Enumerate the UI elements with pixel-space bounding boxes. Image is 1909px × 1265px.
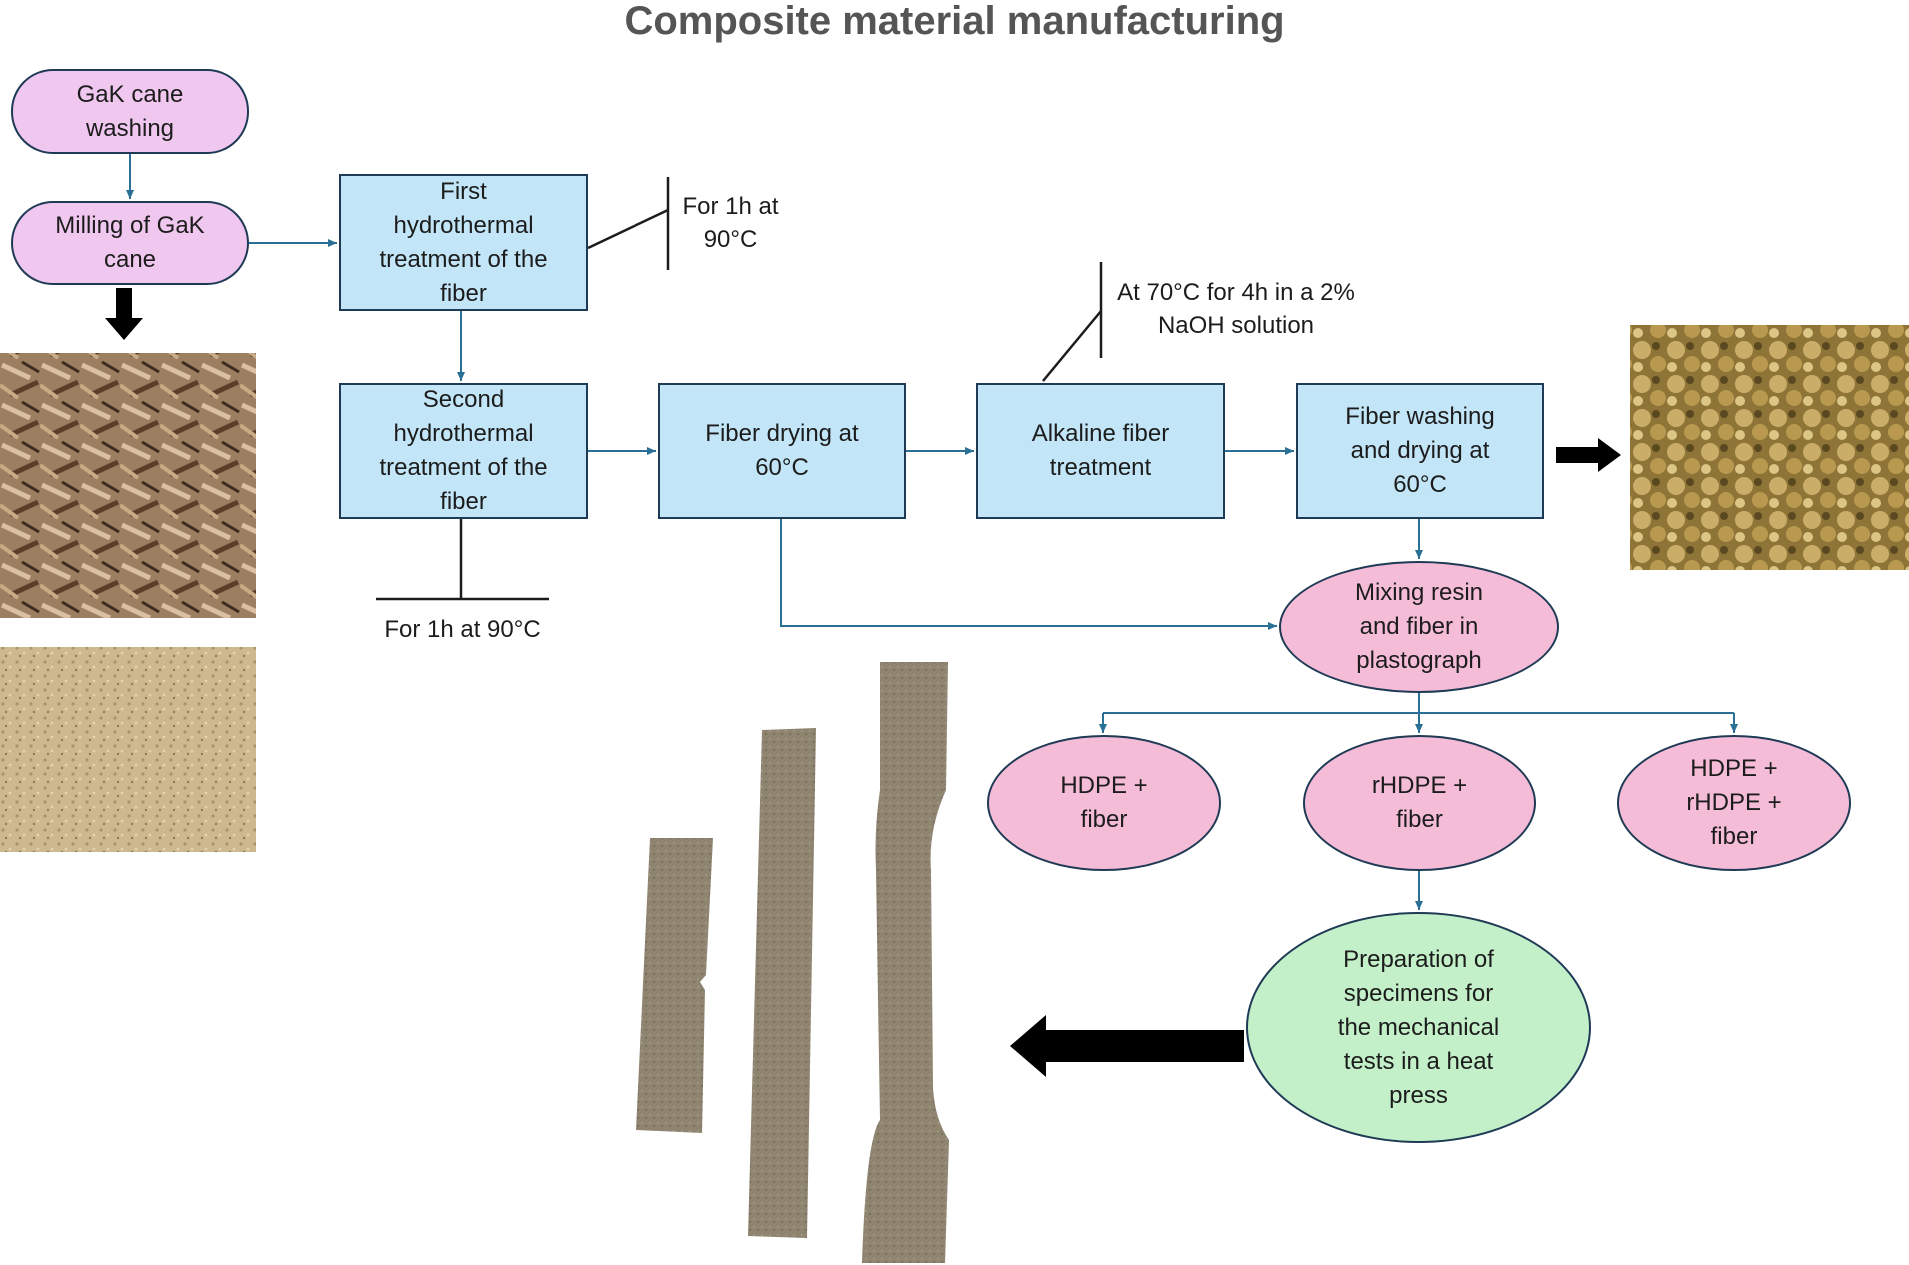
first-hydrothermal-node: First hydrothermal treatment of the fibe… [339,174,588,311]
alkaline-treatment-condition: At 70°C for 4h in a 2% NaOH solution [1117,279,1355,339]
rhdpe-fiber-node: rHDPE + fiber [1303,735,1536,871]
connector-drying-mixing [780,519,1277,630]
down-arrow-to-photo [105,288,143,340]
tensile-specimen-photo [862,662,949,1263]
diagram-title: Composite material manufacturing [624,0,1285,43]
second-hydrothermal-label: Second hydrothermal treatment of the fib… [379,386,548,515]
impact-specimen-photo [636,838,713,1133]
flexural-specimen-photo [748,728,816,1238]
hdpe-fiber-label: HDPE + fiber [1060,772,1148,833]
second-hydrothermal-node: Second hydrothermal treatment of the fib… [339,383,588,519]
fiber-drying-label: Fiber drying at 60°C [705,420,859,481]
treated-fiber-photo [1630,325,1909,570]
hdpe-rhdpe-fiber-label: HDPE + rHDPE + fiber [1686,755,1782,850]
hdpe-fiber-node: HDPE + fiber [987,735,1221,871]
milling-node: Milling of GaK cane [11,201,249,285]
milling-label: Milling of GaK cane [55,212,205,273]
milled-cane-photo [0,647,256,852]
mixing-node: Mixing resin and fiber in plastograph [1279,561,1559,693]
first-treatment-condition: For 1h at 90°C [682,193,779,253]
washing-drying-node: Fiber washing and drying at 60°C [1296,383,1544,519]
left-arrow-to-specimens [1010,1015,1244,1077]
gak-cane-washing-node: GaK cane washing [11,69,249,154]
rhdpe-fiber-label: rHDPE + fiber [1371,772,1468,833]
cane-pieces-photo [0,353,256,618]
callout-alkaline-line [1042,310,1102,382]
gak-cane-washing-label: GaK cane washing [76,80,184,142]
specimen-preparation-node: Preparation of specimens for the mechani… [1246,912,1591,1143]
second-treatment-condition: For 1h at 90°C [384,616,541,643]
mixing-label: Mixing resin and fiber in plastograph [1354,579,1484,674]
callout-first-line [587,208,669,250]
alkaline-treatment-node: Alkaline fiber treatment [976,383,1225,519]
first-hydrothermal-label: First hydrothermal treatment of the fibe… [379,177,548,307]
hdpe-rhdpe-fiber-node: HDPE + rHDPE + fiber [1617,735,1851,871]
fiber-drying-node: Fiber drying at 60°C [658,383,906,519]
alkaline-treatment-label: Alkaline fiber treatment [1031,420,1170,481]
right-arrow-to-photo [1556,438,1621,472]
specimen-preparation-label: Preparation of specimens for the mechani… [1337,945,1500,1109]
washing-drying-label: Fiber washing and drying at 60°C [1345,403,1495,498]
